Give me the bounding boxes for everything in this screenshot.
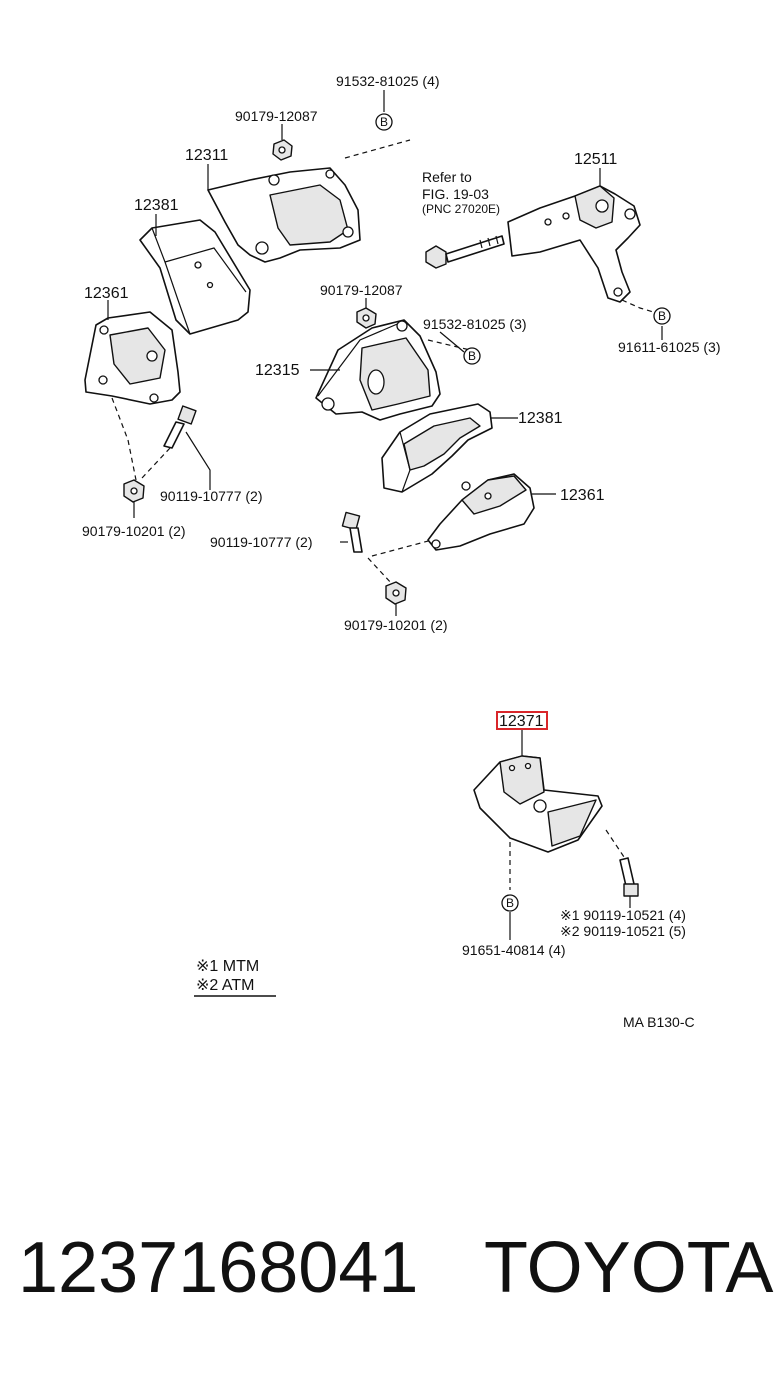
label-12361-right: 12361 xyxy=(560,487,605,504)
label-90119-10777-left: 90119-10777 (2) xyxy=(160,488,262,504)
bracket-12511 xyxy=(507,185,641,303)
mount-12361-right xyxy=(427,473,535,551)
label-91532-81025-top: 91532-81025 (4) xyxy=(336,73,440,89)
legend-atm: ※2 ATM xyxy=(196,977,254,994)
label-91651-40814: 91651-40814 (4) xyxy=(462,942,566,958)
label-12311: 12311 xyxy=(185,147,228,164)
svg-text:B: B xyxy=(658,309,666,323)
label-90119-10521-atm: ※2 90119-10521 (5) xyxy=(560,923,686,939)
bracket-12315 xyxy=(315,319,441,421)
figure-code: MA B130-C xyxy=(623,1014,695,1030)
label-12371: 12371 xyxy=(499,713,544,730)
label-91611-61025: 91611-61025 (3) xyxy=(618,339,720,355)
bolt-90119-10521 xyxy=(619,857,639,897)
label-90179-10201-left: 90179-10201 (2) xyxy=(82,523,186,539)
label-90179-12087-mid: 90179-12087 xyxy=(320,282,403,298)
b-marker-mid: B xyxy=(463,347,481,365)
insulator-12381-right xyxy=(381,403,493,493)
label-90179-12087-top: 90179-12087 xyxy=(235,108,318,124)
label-pnc: (PNC 27020E) xyxy=(422,202,500,216)
label-12315: 12315 xyxy=(255,362,300,379)
label-12361-left: 12361 xyxy=(84,285,129,302)
legend-mtm: ※1 MTM xyxy=(196,958,259,975)
nut-90179-10201-left xyxy=(123,479,145,503)
highlight-box-12371 xyxy=(496,711,548,730)
svg-text:B: B xyxy=(380,115,388,129)
footer-brand: TOYOTA xyxy=(484,1228,774,1308)
nut-90179-12087-mid xyxy=(356,307,377,329)
insulator-12381-left xyxy=(139,219,251,335)
label-90119-10777-mid: 90119-10777 (2) xyxy=(210,534,312,550)
label-refer-to: Refer to xyxy=(422,169,472,185)
label-12381-right: 12381 xyxy=(518,410,563,427)
label-90119-10521-mtm: ※1 90119-10521 (4) xyxy=(560,907,686,923)
mount-12371 xyxy=(473,755,603,853)
footer-part-number: 1237168041 xyxy=(18,1228,419,1308)
parts-diagram: B B B B 91532-81025 (4) 90179-12087 1231… xyxy=(82,73,720,1030)
label-fig-19-03: FIG. 19-03 xyxy=(422,186,489,202)
b-marker-bottom: B xyxy=(501,894,519,912)
b-marker-right: B xyxy=(653,307,671,325)
svg-text:B: B xyxy=(468,349,476,363)
label-91532-81025-mid: 91532-81025 (3) xyxy=(423,316,527,332)
nut-90179-10201-mid xyxy=(385,581,407,605)
label-12511: 12511 xyxy=(574,151,617,168)
long-bolt xyxy=(425,235,505,269)
label-90179-10201-mid: 90179-10201 (2) xyxy=(344,617,448,633)
mount-12361-left xyxy=(84,311,181,405)
label-12381-left: 12381 xyxy=(134,197,179,214)
bracket-12311 xyxy=(207,167,361,263)
bolt-90119-10777-mid xyxy=(341,511,363,553)
svg-text:B: B xyxy=(506,896,514,910)
b-marker-top: B xyxy=(375,113,393,131)
bolt-90119-10777-left xyxy=(163,405,197,449)
nut-90179-12087-top xyxy=(272,139,293,161)
